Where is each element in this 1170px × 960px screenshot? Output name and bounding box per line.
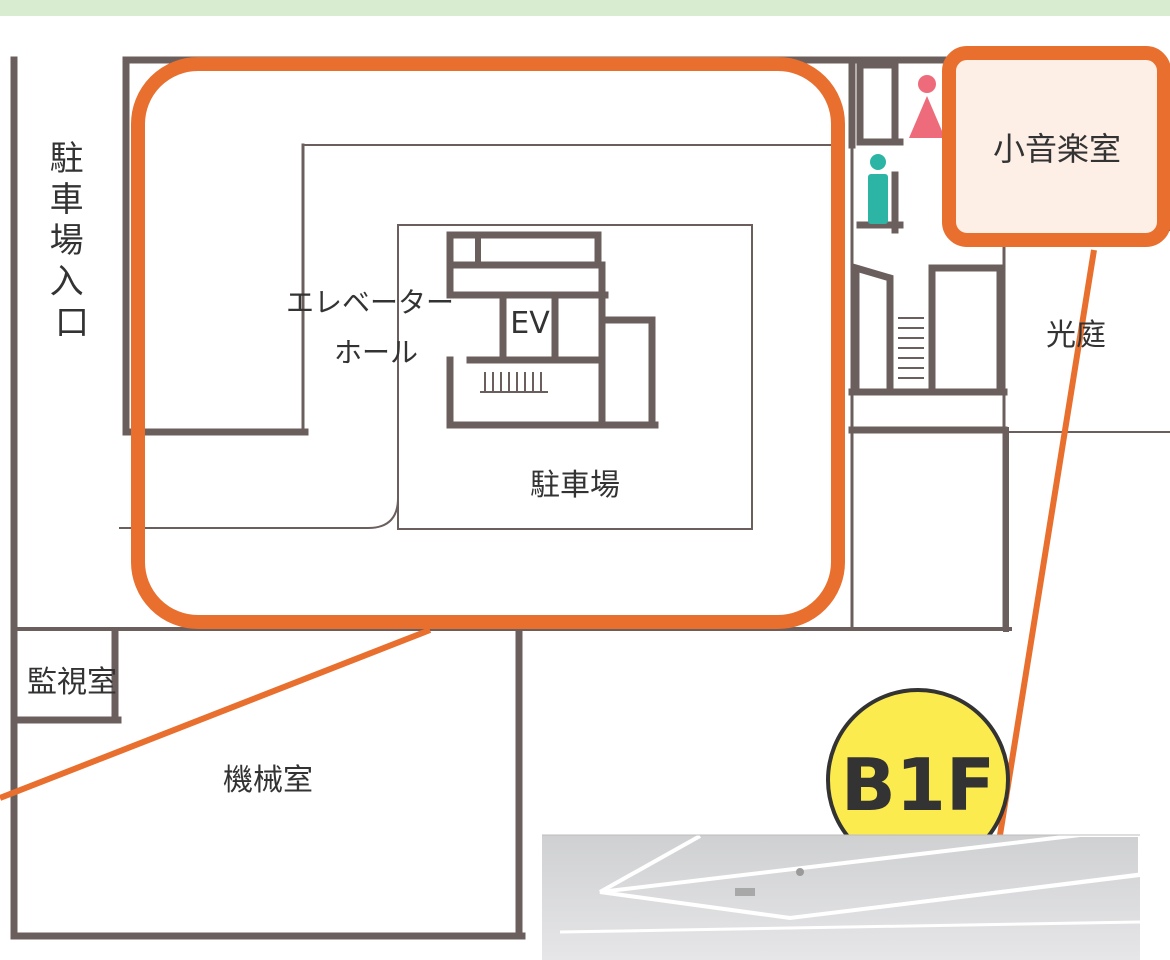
elevator-hall-label-line2: ホール — [334, 336, 418, 369]
top-band — [0, 0, 1170, 16]
callout-line-music-room — [997, 249, 1097, 836]
callout-line-parking — [0, 627, 432, 801]
small-music-room-highlight[interactable] — [942, 46, 1170, 247]
ev-label: EV — [510, 306, 550, 341]
male-restroom-icon — [868, 154, 888, 224]
stair-treads-ev — [480, 372, 548, 393]
monitor-room-label: 監視室 — [27, 665, 117, 700]
elevator-hall-label-line1: エレベーター — [286, 286, 454, 319]
parking-area-highlight[interactable] — [131, 57, 845, 629]
parking-label: 駐車場 — [530, 468, 620, 503]
small-music-room-label: 小音楽室 — [993, 130, 1121, 168]
stair-treads-right — [898, 317, 924, 379]
floor-plan-walls — [10, 56, 1170, 940]
floor-badge-label: B1F — [841, 743, 995, 827]
machine-room-label: 機械室 — [223, 763, 313, 798]
floor-badge: B1F — [826, 688, 1010, 872]
room-labels: 駐 車 場 入 口 エレベーター ホール EV 駐車場 小音楽室 光庭 監視室 … — [27, 130, 1121, 798]
parking-entrance-label: 駐 車 場 入 口 — [50, 139, 95, 343]
room-photo — [542, 833, 1142, 960]
light-court-label: 光庭 — [1046, 318, 1106, 353]
female-restroom-icon — [909, 75, 945, 138]
